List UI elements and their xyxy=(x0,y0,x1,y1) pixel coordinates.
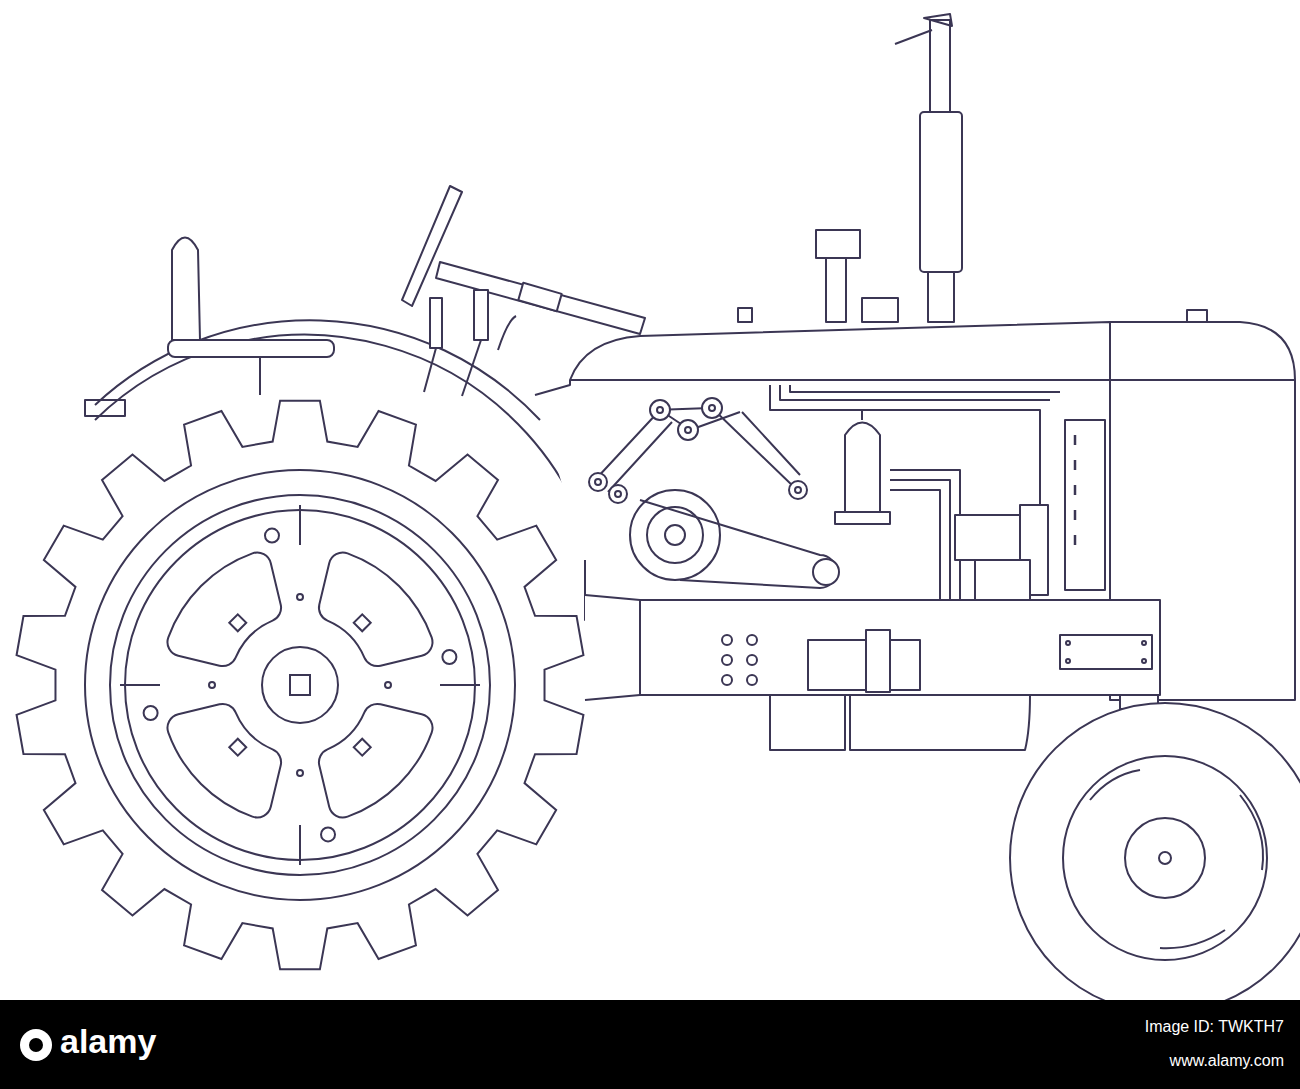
bracket xyxy=(808,640,920,690)
lever xyxy=(474,290,488,340)
rim-slot xyxy=(299,505,301,545)
hub-bolt xyxy=(229,739,246,756)
axle xyxy=(290,675,310,695)
seat-pan xyxy=(168,340,334,357)
belt xyxy=(640,500,837,588)
rim-marks xyxy=(1090,770,1263,948)
logo-text: alamy xyxy=(60,1022,156,1061)
hub-cutout xyxy=(319,552,433,666)
valve-gear xyxy=(589,398,807,503)
plate xyxy=(1060,635,1152,669)
injector-pump xyxy=(955,515,1025,560)
footer-bar xyxy=(0,1000,1300,1089)
beam-joint xyxy=(639,600,641,695)
engine-body xyxy=(535,322,1110,620)
grille-line xyxy=(1110,379,1295,381)
muffler xyxy=(920,112,962,272)
rim-nut xyxy=(265,529,279,543)
pulley-inner xyxy=(647,507,703,563)
fuel-lines xyxy=(770,385,1060,610)
front-rim xyxy=(1063,756,1267,960)
rear-rim xyxy=(85,470,515,900)
pump-base xyxy=(975,560,1030,600)
hub-cutout xyxy=(167,552,281,666)
radiator-marks xyxy=(1074,435,1077,545)
rim-slot xyxy=(299,825,301,865)
column-joint xyxy=(518,283,561,311)
rim-nut xyxy=(442,650,456,664)
rear-hub xyxy=(262,647,338,723)
lever-rod xyxy=(498,316,516,350)
rim-slot xyxy=(120,684,160,686)
rear-rim xyxy=(110,495,490,875)
rear-platform xyxy=(85,400,125,416)
hub-dot xyxy=(209,682,215,688)
rear-wheel xyxy=(17,401,584,970)
hub-bolt xyxy=(354,614,371,631)
rim-nut xyxy=(321,827,335,841)
lever xyxy=(430,298,442,348)
idler xyxy=(813,559,839,585)
front-hub xyxy=(1125,818,1205,898)
front-tire xyxy=(1010,703,1300,1013)
exhaust-cap xyxy=(895,14,952,44)
oil-pan xyxy=(850,695,1030,750)
hub-bolt xyxy=(354,739,371,756)
sump xyxy=(770,695,845,750)
steering-column xyxy=(436,262,645,334)
rim-nut xyxy=(144,706,158,720)
hub-dot xyxy=(297,770,303,776)
pulley-hub xyxy=(665,525,685,545)
radiator-cap xyxy=(1187,310,1207,322)
intake-pipe xyxy=(826,256,846,322)
exhaust-stack xyxy=(930,20,950,112)
hub-dot xyxy=(297,594,303,600)
seat-back xyxy=(172,238,200,341)
bolts xyxy=(722,635,757,685)
logo-icon xyxy=(20,1029,52,1061)
rear-rim xyxy=(125,510,475,860)
rim-slot xyxy=(440,684,480,686)
rear-tire xyxy=(17,401,584,970)
lever-rod xyxy=(424,348,436,392)
seat-post xyxy=(259,357,261,395)
hood-line xyxy=(570,379,1110,381)
chassis-beam xyxy=(585,595,1160,700)
filter-stem xyxy=(861,410,863,420)
hub-dot xyxy=(385,682,391,688)
cap xyxy=(738,308,752,322)
filler xyxy=(862,298,898,322)
hub-bolt xyxy=(229,614,246,631)
hub-cutout xyxy=(167,704,281,818)
clamp xyxy=(866,630,890,692)
footer-text: Image ID: TWKTH7 xyxy=(1145,1018,1284,1036)
radiator-side xyxy=(1065,420,1105,590)
lever-rod xyxy=(462,340,481,396)
footer-text: www.alamy.com xyxy=(1170,1052,1284,1070)
filter-base xyxy=(835,512,890,524)
hub-cutout xyxy=(319,704,433,818)
oil-filter xyxy=(845,423,880,516)
air-cleaner xyxy=(816,230,860,258)
front-hub-center xyxy=(1159,852,1171,864)
pulley xyxy=(630,490,720,580)
steering-wheel xyxy=(402,186,462,306)
exhaust-pipe xyxy=(928,270,954,322)
